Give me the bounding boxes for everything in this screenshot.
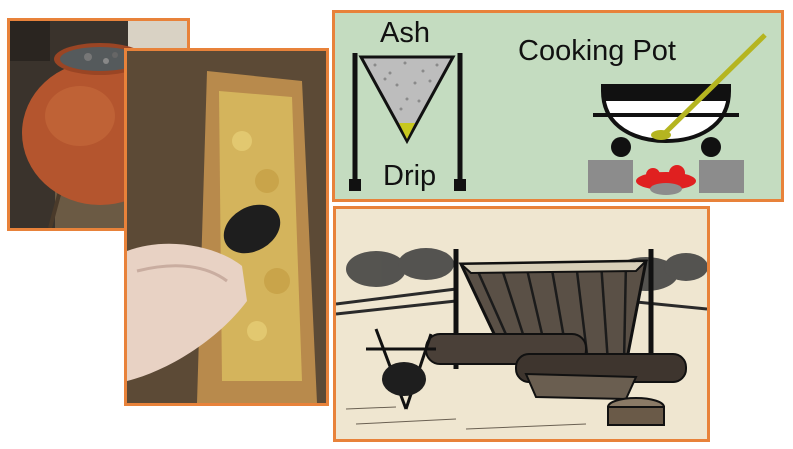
stone-left: [588, 160, 633, 193]
ladle: [663, 33, 767, 135]
pot-rim: [603, 86, 729, 101]
drip-label: Drip: [383, 160, 437, 192]
kettle: [382, 362, 426, 396]
pot-leg-right: [701, 137, 721, 157]
ash-label: Ash: [380, 17, 430, 49]
ash-speckles: [373, 61, 439, 111]
wooden-box-illustration: [127, 51, 326, 403]
wooden-box-with-spoon-photo: [124, 48, 329, 406]
cooking-pot-label: Cooking Pot: [518, 35, 676, 67]
stone-right: [699, 160, 744, 193]
diagram-drawing: [349, 33, 767, 195]
ash-hopper-engraving: [333, 206, 710, 442]
ash-hopper-engraving-drawing: [336, 209, 707, 439]
pot-leg-left: [611, 137, 631, 157]
lye-drip: [399, 123, 415, 139]
ash-drip-cooking-pot-diagram: Ash Drip Cooking Pot: [332, 10, 784, 202]
clay-pot-illustration: [10, 21, 187, 228]
